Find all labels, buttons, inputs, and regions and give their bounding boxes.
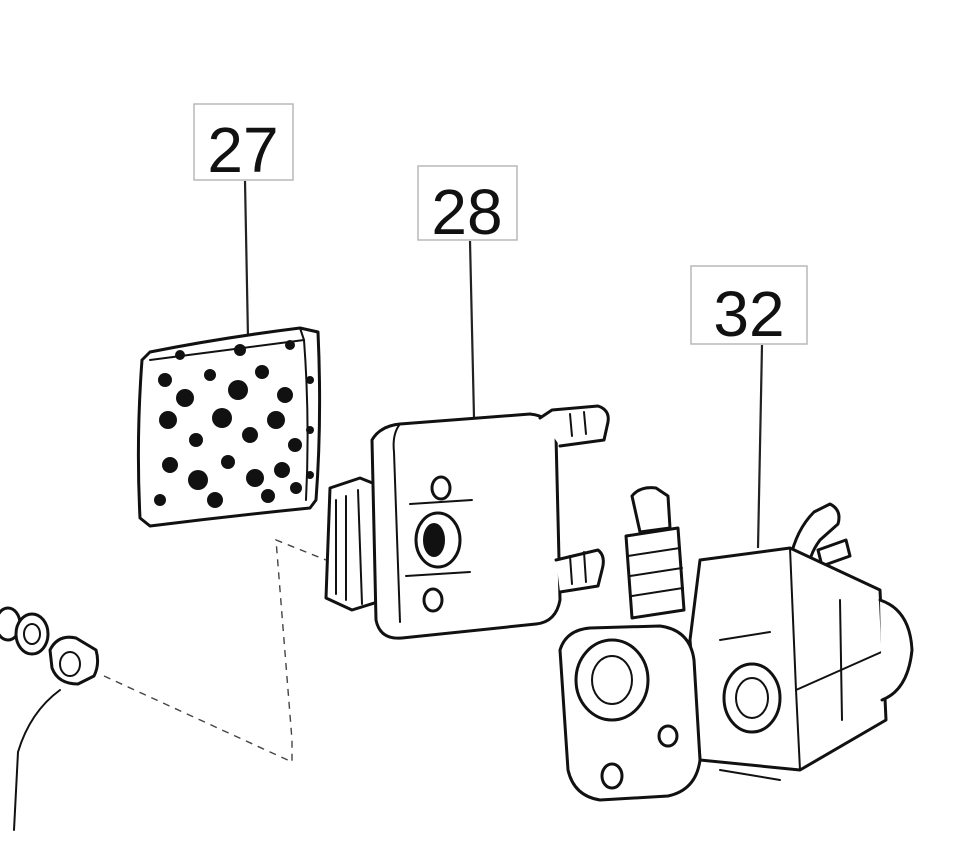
callout-28-label: 28 <box>431 176 502 248</box>
filter-holder-drawing <box>324 404 610 640</box>
leader-line-27 <box>243 180 250 339</box>
callout-32-box <box>690 265 808 345</box>
callout-27-box <box>193 103 294 181</box>
callout-32-label: 32 <box>713 278 784 350</box>
fitting-parts-drawing <box>0 606 100 831</box>
callout-28[interactable]: 28 <box>417 165 518 248</box>
leader-line-28 <box>468 240 476 419</box>
callout-28-box <box>417 165 518 241</box>
callout-27-label: 27 <box>207 114 278 186</box>
callout-32[interactable]: 32 <box>690 265 808 350</box>
assembly-dashed-line <box>103 538 327 764</box>
carburetor-drawing <box>558 486 914 802</box>
leader-line-32 <box>756 344 764 549</box>
foam-filter-drawing <box>136 326 322 528</box>
callout-27[interactable]: 27 <box>193 103 294 186</box>
